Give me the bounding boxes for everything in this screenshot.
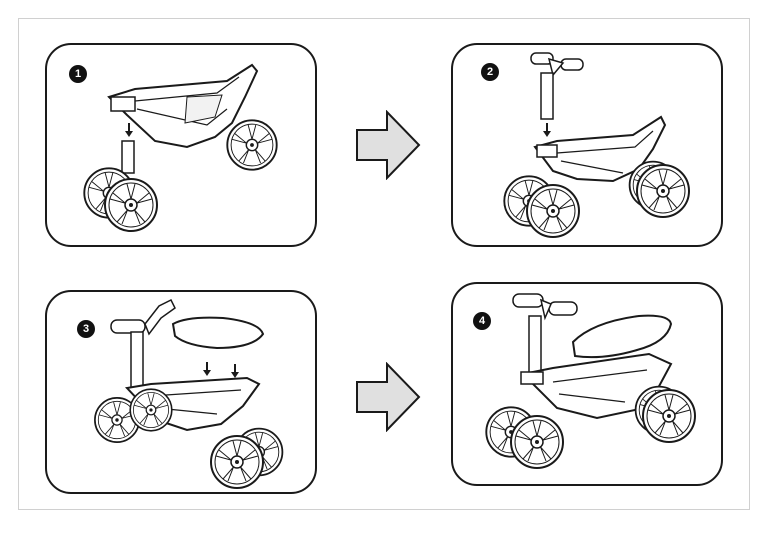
handle-grip-right (548, 301, 578, 316)
frame-body (533, 115, 667, 183)
insert-arrow-icon (542, 122, 552, 138)
handle-grip-left (512, 293, 544, 308)
step-1-illustration (83, 63, 278, 232)
seat (571, 314, 673, 359)
step-4-badge: 4 (473, 312, 491, 330)
step-4-illustration (485, 293, 696, 469)
front-wheel (526, 184, 580, 238)
step-3-panel: 3 (45, 290, 317, 494)
handle-grip-left (110, 319, 146, 334)
next-arrow-icon (356, 110, 421, 180)
insert-arrow-icon (202, 361, 212, 377)
step-3-illustration (94, 298, 284, 489)
step-2-illustration (503, 52, 690, 238)
step-2-panel: 2 (451, 43, 723, 247)
outer-frame (18, 18, 750, 510)
insert-arrow-icon-2 (230, 363, 240, 379)
rear-wheel (642, 389, 696, 443)
handlebar-stem (130, 331, 144, 393)
step-4-panel: 4 (451, 282, 723, 486)
step-1-panel: 1 (45, 43, 317, 247)
seat (171, 316, 265, 350)
front-fork (121, 140, 135, 174)
handlebar-stem (540, 72, 554, 120)
handle-grip-right (560, 58, 584, 71)
step-1-badge: 1 (69, 65, 87, 83)
step-2-badge: 2 (481, 63, 499, 81)
rear-wheel (210, 435, 264, 489)
handlebar-stem (528, 315, 542, 377)
front-wheel-right (129, 388, 173, 432)
rear-wheel (636, 164, 690, 218)
rear-wheel (226, 119, 278, 171)
handle-grip-left (530, 52, 554, 65)
handle-grip-right (144, 298, 176, 336)
frame-body (107, 63, 259, 149)
insert-arrow-icon (124, 122, 134, 138)
front-wheel (510, 415, 564, 469)
front-wheel (104, 178, 158, 232)
step-3-badge: 3 (77, 320, 95, 338)
next-arrow-icon-2 (356, 362, 421, 432)
